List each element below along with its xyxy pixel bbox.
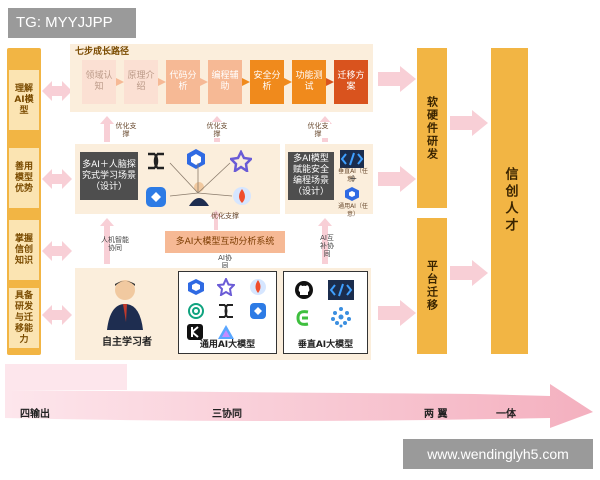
left-item-model-advantage: 善用模型优势	[9, 148, 39, 208]
step-principle-intro: 原理介绍	[124, 60, 158, 104]
step-domain-awareness: 领域认知	[82, 60, 116, 104]
step-coding-assist: 编程辅助	[208, 60, 242, 104]
footer-two-wings: 两 翼	[424, 409, 448, 420]
codegeex-icon	[296, 310, 309, 326]
bottom-progress-arrow	[5, 364, 593, 428]
deepseek-like-icon	[219, 304, 233, 318]
label-human-ai-collab: 人机智能协同	[101, 236, 129, 252]
footer-one-body: 一体	[496, 409, 516, 420]
app-ai-icon	[250, 303, 266, 319]
arrow-right-icon	[158, 78, 166, 86]
dot-matrix-icon	[331, 307, 351, 328]
learner-avatar-icon	[107, 280, 143, 330]
drop-ai-icon	[233, 187, 251, 205]
secure-coding-scene: 多AI模型赋能安全编程场景（设计）	[288, 152, 334, 200]
left-item-understand-ai: 理解AI模型	[9, 70, 39, 130]
general-ai-models-box: 通用AI大模型	[178, 271, 277, 354]
label-vertical-ai-any: 垂直AI（任意）	[338, 168, 368, 183]
arrow-right-icon	[378, 166, 416, 192]
hexagon-ai-icon	[187, 149, 205, 169]
connection-lines	[169, 162, 233, 197]
footer-three-collab: 三协同	[212, 409, 242, 420]
vertical-ai-models-box: 垂直AI大模型	[283, 271, 368, 354]
app-ai-icon	[146, 187, 166, 207]
multi-ai-analysis-system: 多AI大模型互动分析系统	[165, 231, 285, 253]
general-ai-models-label: 通用AI大模型	[199, 340, 256, 350]
arrow-right-icon	[284, 78, 292, 86]
arrow-up-icon	[210, 210, 222, 230]
self-learner-label: 自主学习者	[102, 337, 152, 348]
double-arrow-icon	[42, 81, 72, 101]
label-optimize-support-2: 优化支撑	[205, 122, 229, 138]
label-optimize-support-1: 优化支撑	[115, 122, 137, 138]
watermark-tg: TG: MYYJJPP	[8, 8, 136, 38]
label-ai-collab: AI协同	[218, 254, 232, 270]
left-column: 理解AI模型 善用模型优势 掌握信创知识 具备研发与迁移能力	[7, 48, 41, 355]
step-function-test: 功能测试	[292, 60, 326, 104]
arrow-right-icon	[326, 78, 334, 86]
triangle-ai-icon	[218, 325, 234, 339]
label-optimize-support-4: 优化支撑	[211, 212, 239, 220]
left-item-dev-migration: 具备研发与迁移能力	[9, 288, 39, 348]
drop-ai-icon	[250, 279, 266, 295]
explore-learning-scene: 多AI＋人脑探究式学习场景（设计）	[80, 152, 138, 200]
arrow-right-icon	[450, 260, 488, 286]
label-optimize-support-3: 优化支撑	[306, 122, 330, 138]
arrow-up-icon	[318, 218, 332, 264]
arrow-right-icon	[378, 66, 416, 92]
step-migration-plan: 迁移方案	[334, 60, 368, 104]
step-security-analysis: 安全分析	[250, 60, 284, 104]
openai-icon	[188, 303, 204, 319]
left-item-xinchuang-knowledge: 掌握信创知识	[9, 220, 39, 280]
hexagon-ai-icon	[188, 279, 204, 295]
deepseek-like-icon	[148, 152, 164, 170]
xinchuang-talent: 信创人才	[491, 48, 528, 354]
github-icon	[295, 281, 313, 299]
label-ai-complement: AI互补协同	[320, 234, 334, 258]
code-ai-icon	[328, 280, 354, 300]
arrow-right-icon	[378, 300, 416, 326]
step-code-analysis: 代码分析	[166, 60, 200, 104]
arrow-right-icon	[116, 78, 124, 86]
footer-four-outputs: 四输出	[20, 409, 50, 420]
vertical-ai-models-label: 垂直AI大模型	[297, 340, 354, 350]
watermark-url: www.wendinglyh5.com	[403, 439, 593, 469]
arrow-right-icon	[200, 78, 208, 86]
label-general-ai-any: 通用AI（任意）	[338, 203, 368, 218]
star-ai-icon	[230, 150, 252, 172]
platform-migration: 平台迁移	[417, 218, 447, 354]
arrow-up-icon	[100, 116, 114, 142]
xinchuang-talent-label: 信创人才	[502, 167, 518, 235]
kimi-icon	[187, 324, 203, 340]
code-ai-icon	[340, 150, 364, 168]
double-arrow-icon	[42, 241, 72, 261]
software-hardware-rd: 软硬件研发	[417, 48, 447, 208]
double-arrow-icon	[42, 305, 72, 325]
star-ai-icon	[217, 278, 235, 296]
double-arrow-icon	[42, 169, 72, 189]
growth-path-title: 七步成长路径	[75, 47, 130, 57]
platform-migration-label: 平台迁移	[425, 260, 439, 312]
hexagon-ai-small-icon	[345, 187, 359, 201]
arrow-right-icon	[450, 110, 488, 136]
plus-sign: ＋	[348, 175, 358, 185]
software-hardware-label: 软硬件研发	[425, 95, 439, 161]
arrow-up-icon	[100, 218, 114, 264]
arrow-right-icon	[242, 78, 250, 86]
